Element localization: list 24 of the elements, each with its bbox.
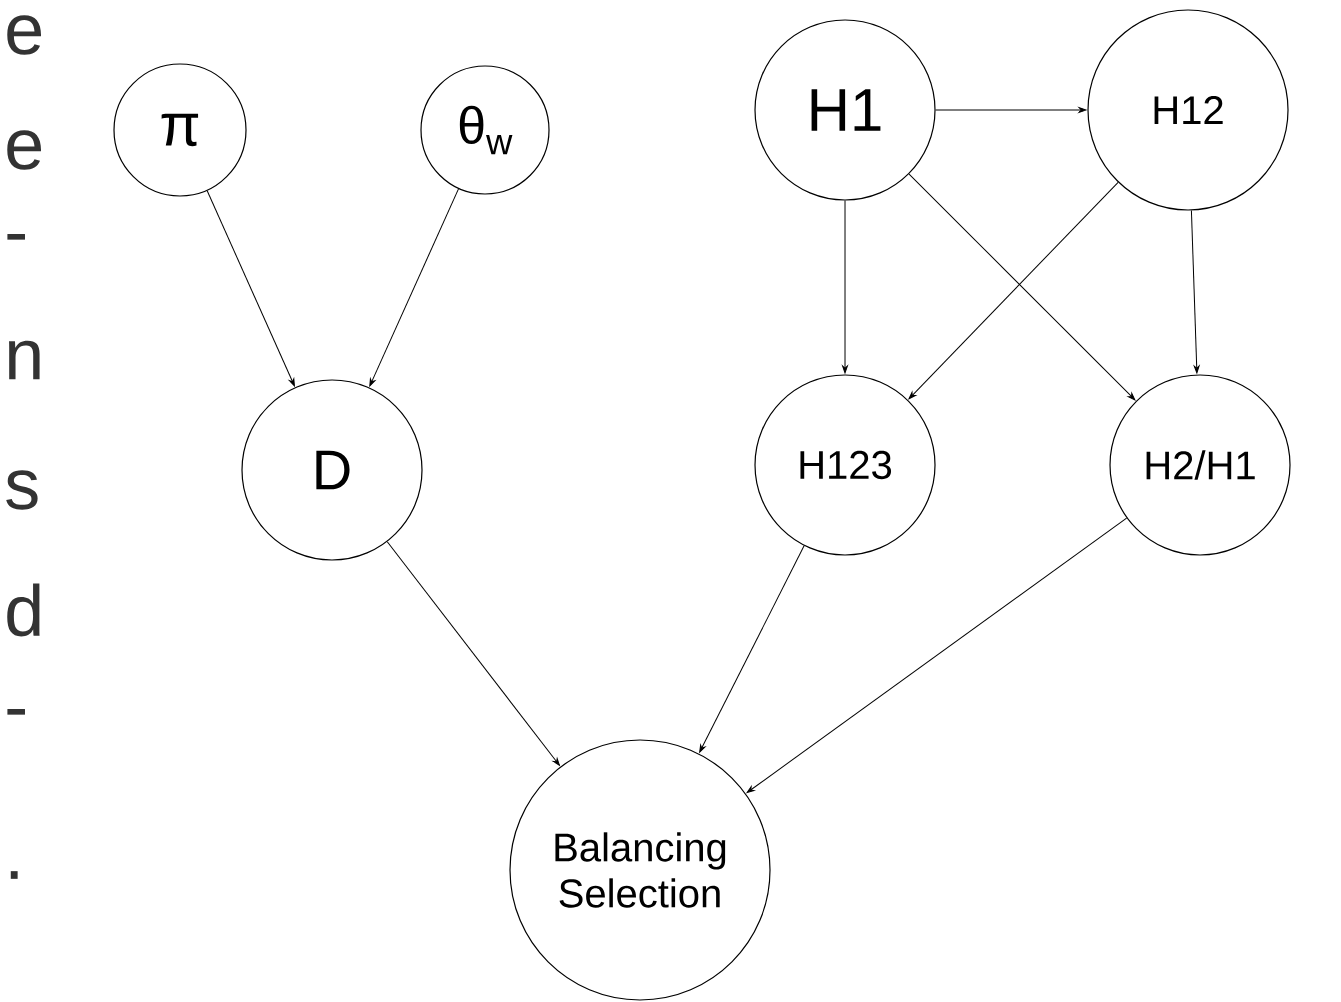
circle-node: Balancing Selection bbox=[509, 739, 771, 1001]
text-fragment: e bbox=[7, 130, 42, 170]
circle-node: H1 bbox=[754, 19, 936, 201]
text-fragment: - bbox=[7, 234, 25, 240]
arrow bbox=[746, 517, 1128, 794]
text-fragment: s bbox=[6, 470, 38, 510]
arrow bbox=[935, 107, 1087, 113]
arrow bbox=[1190, 210, 1200, 374]
circle-node: H2/H1 bbox=[1109, 374, 1291, 556]
circle-node: π bbox=[113, 63, 247, 197]
circle-node: D bbox=[241, 379, 423, 561]
arrow bbox=[386, 541, 560, 766]
arrow bbox=[369, 188, 459, 387]
circle-node: H12 bbox=[1087, 9, 1289, 211]
text-fragment: - bbox=[7, 709, 25, 715]
circle-node: H123 bbox=[754, 374, 936, 556]
text-fragment: d bbox=[7, 583, 40, 637]
text-fragment: e bbox=[7, 15, 42, 55]
text-fragment: n bbox=[9, 340, 40, 380]
circle-node: θ$_{w}$ bbox=[420, 65, 550, 195]
arrow bbox=[699, 545, 805, 753]
arrow bbox=[206, 190, 295, 387]
arrow bbox=[842, 200, 848, 374]
text-fragment: . bbox=[10, 871, 18, 879]
